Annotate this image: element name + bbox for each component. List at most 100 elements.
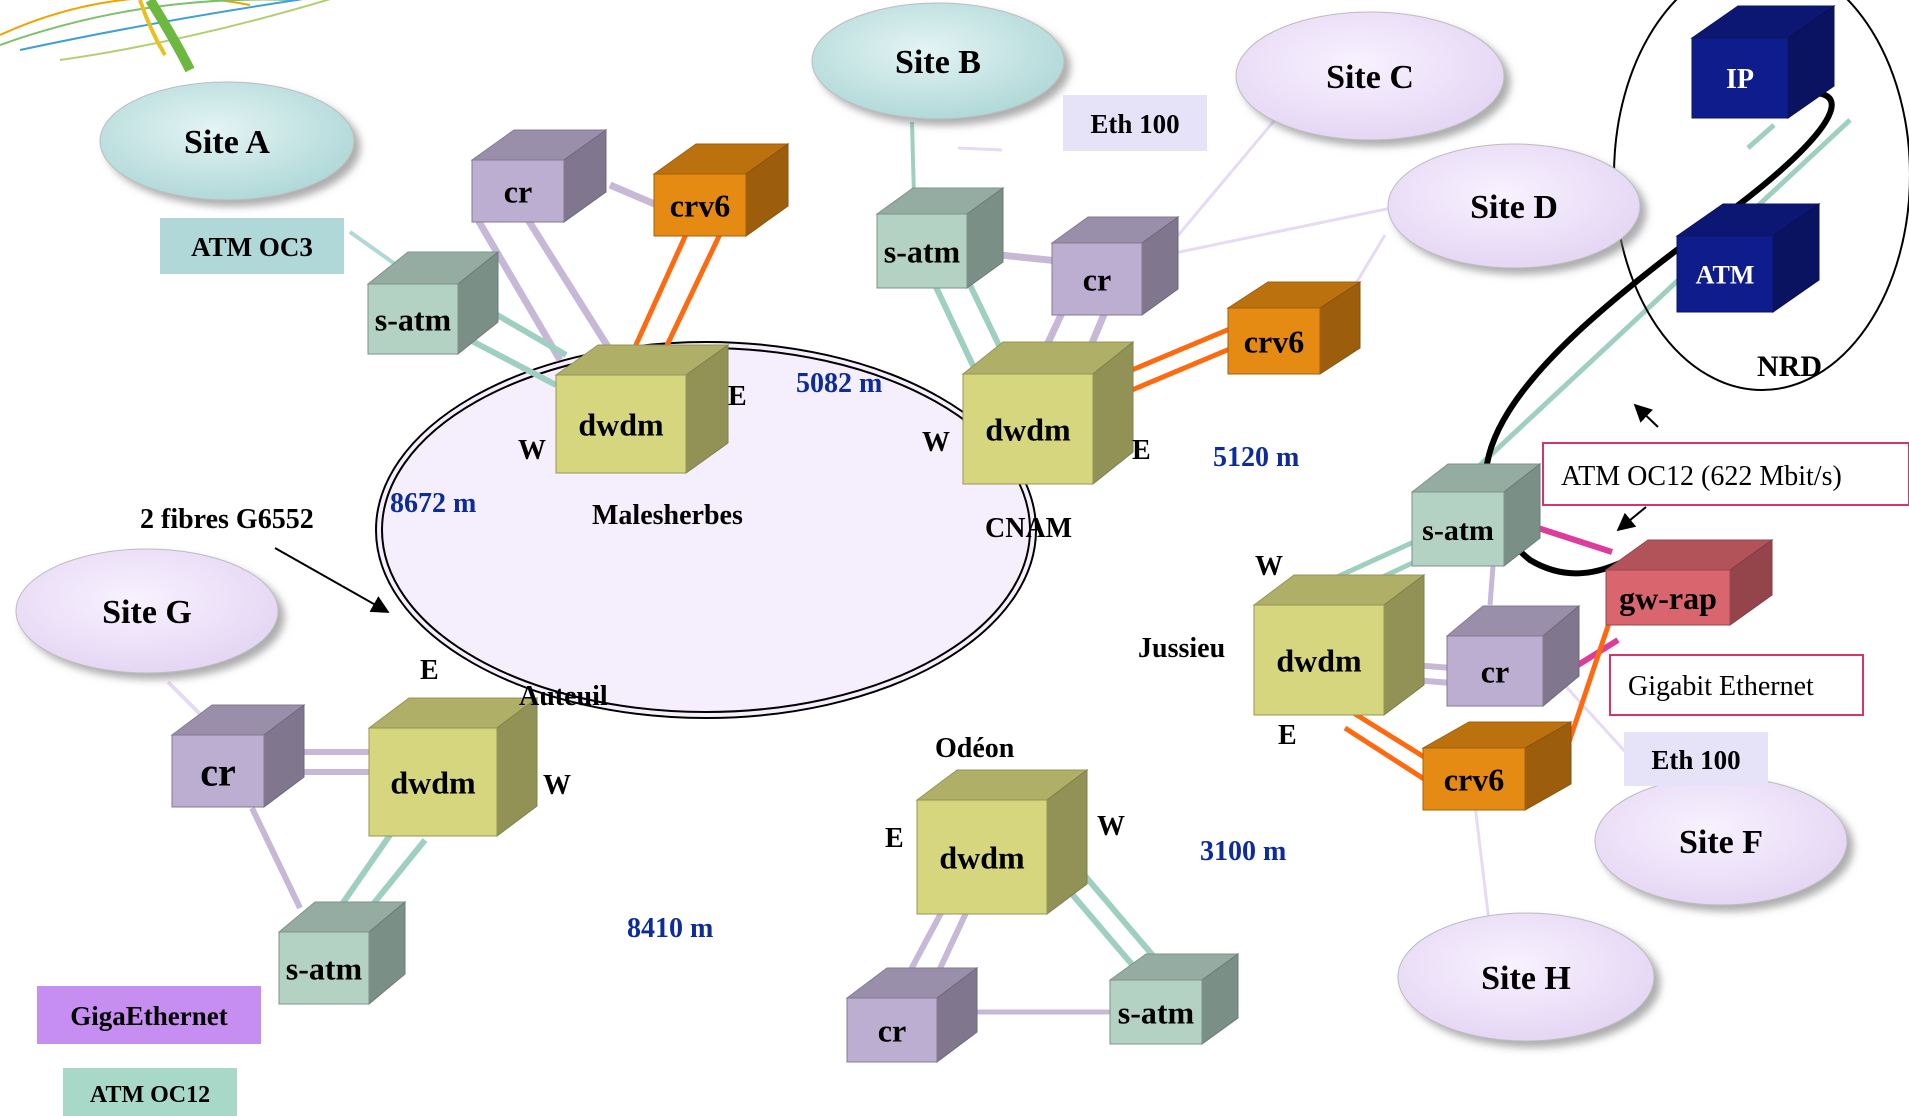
site-c-ellipse — [1235, 11, 1505, 141]
satm-malesherbes-front — [367, 283, 459, 355]
satm-malesherbes: s-atm — [366, 250, 500, 356]
distance-cnam-jussieu: 5120 m — [1213, 442, 1299, 473]
crv6-cnam-label: crv6 — [1244, 324, 1304, 360]
satm-cnam: s-atm — [875, 187, 1005, 289]
site-h-ellipse — [1397, 912, 1655, 1042]
link-link-cr-37 — [249, 806, 303, 910]
legend-atm-oc12: ATM OC12 — [63, 1068, 237, 1116]
port-jussieu-west: W — [1255, 551, 1283, 582]
dwdm-auteuil: dwdm — [367, 697, 539, 837]
link-link-magenta-27 — [1537, 525, 1613, 555]
tag-eth100-top-label: Eth 100 — [1090, 109, 1179, 139]
satm-auteuil-label: s-atm — [286, 951, 363, 987]
cr-auteuil: cr — [170, 704, 306, 808]
site-b-ellipse — [811, 2, 1065, 120]
satm-cnam-front — [876, 213, 968, 289]
dwdm-malesherbes-label: dwdm — [578, 407, 664, 443]
link-link-cr-10 — [522, 213, 613, 352]
link-site-a-satm — [348, 230, 397, 266]
atm-switch: ATM — [1675, 203, 1821, 313]
link-link-orange-22 — [1119, 345, 1233, 398]
link-link-cr-9 — [474, 218, 564, 362]
tag-eth100-right-label: Eth 100 — [1651, 745, 1740, 775]
port-cnam-east: E — [1132, 435, 1151, 466]
site-c: Site C — [1235, 11, 1505, 141]
link-site-h-crv6 — [1473, 804, 1492, 931]
port-jussieu-east: E — [1278, 720, 1297, 751]
fibres-label: 2 fibres G6552 — [140, 504, 314, 535]
crv6-jussieu-label: crv6 — [1444, 762, 1504, 798]
port-auteuil-west: W — [543, 770, 571, 801]
tag-atm-oc3-label: ATM OC3 — [191, 232, 313, 262]
cr-auteuil-front — [171, 734, 265, 808]
gw-rap-label: gw-rap — [1619, 580, 1717, 616]
site-g-label: Site G — [102, 594, 192, 631]
callout-arrow-up — [1633, 403, 1659, 428]
dwdm-jussieu-label: dwdm — [1276, 643, 1362, 679]
link-link-orange-13 — [657, 228, 725, 362]
cr-odeon-front — [846, 997, 938, 1063]
satm-jussieu-label: s-atm — [1422, 514, 1494, 547]
link-link-atm-16 — [932, 283, 979, 374]
crv6-jussieu-front — [1422, 747, 1526, 811]
link-link-site-1 — [957, 146, 1003, 152]
link-link-atm-39 — [367, 838, 428, 910]
dwdm-auteuil-front — [368, 727, 498, 837]
crv6-jussieu: crv6 — [1421, 721, 1573, 811]
cr-malesherbes: cr — [470, 129, 608, 223]
link-link-atm-15 — [468, 337, 558, 388]
callout-gigabit-ethernet: Gigabit Ethernet — [1609, 654, 1864, 716]
satm-odeon: s-atm — [1108, 953, 1240, 1045]
dwdm-odeon-front — [916, 799, 1048, 915]
satm-malesherbes-label: s-atm — [375, 302, 452, 338]
distance-odeon-auteuil: 8410 m — [627, 913, 713, 944]
crv6-cnam: crv6 — [1226, 281, 1362, 375]
link-link-cr-11 — [608, 181, 659, 209]
link-link-orange-31 — [1565, 619, 1613, 746]
callout-gigabit-ethernet-label: Gigabit Ethernet — [1628, 671, 1814, 702]
dwdm-jussieu: dwdm — [1252, 574, 1426, 716]
link-link-orange-12 — [627, 228, 691, 360]
dwdm-cnam-label: dwdm — [985, 412, 1071, 448]
site-g-ellipse — [15, 548, 279, 674]
link-site-b-satm — [910, 121, 916, 197]
crv6-malesherbes: crv6 — [652, 143, 790, 237]
port-odeon-west: W — [1097, 811, 1125, 842]
ip-router-label: IP — [1726, 64, 1754, 95]
logo-swirl — [0, 0, 331, 73]
callout-atm-oc12-speed: ATM OC12 (622 Mbit/s) — [1542, 442, 1909, 506]
legend-gigaethernet-label: GigaEthernet — [70, 1001, 227, 1031]
link-site-d-cr — [1164, 198, 1431, 257]
gw-rap-front — [1605, 569, 1731, 626]
tag-eth100-top: Eth 100 — [1063, 95, 1207, 151]
site-a: Site A — [99, 81, 355, 201]
dwdm-cnam: dwdm — [961, 340, 1135, 486]
dwdm-malesherbes: dwdm — [554, 344, 730, 474]
dwdm-odeon: dwdm — [915, 769, 1089, 915]
distance-malesherbes-cnam: 5082 m — [796, 368, 882, 399]
satm-jussieu-front — [1411, 491, 1505, 567]
site-d-ellipse — [1387, 143, 1641, 269]
site-h-label: Site H — [1481, 960, 1571, 997]
cr-cnam-front — [1051, 242, 1143, 316]
link-satm-nrd — [1478, 118, 1852, 467]
node-cnam: CNAM — [985, 513, 1072, 544]
atm-switch-label: ATM — [1696, 260, 1755, 289]
fibres-arrow — [274, 547, 390, 613]
satm-jussieu: s-atm — [1410, 462, 1542, 568]
dwdm-jussieu-front — [1253, 604, 1385, 716]
site-a-ellipse — [99, 81, 355, 201]
nrd-connection-path — [1482, 90, 1835, 577]
site-f-label: Site F — [1679, 824, 1763, 861]
site-c-label: Site C — [1326, 59, 1414, 96]
link-link-orange-21 — [1119, 325, 1233, 378]
cr-odeon-label: cr — [878, 1013, 906, 1049]
cr-odeon: cr — [845, 967, 979, 1063]
callout-atm-oc12-speed-label: ATM OC12 (622 Mbit/s) — [1561, 461, 1842, 492]
link-link-atm-26 — [1746, 123, 1776, 150]
site-g: Site G — [15, 548, 279, 674]
port-auteuil-east: E — [420, 655, 439, 686]
atm-switch-front — [1676, 235, 1774, 313]
